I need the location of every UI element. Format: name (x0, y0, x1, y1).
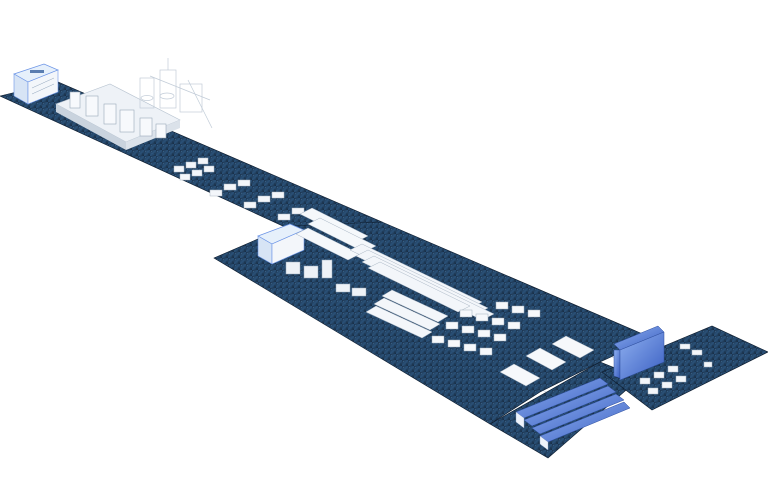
entry-building (13, 63, 59, 105)
side-workcells (639, 343, 713, 395)
processing-line (55, 83, 181, 150)
main-assembly-hall (257, 207, 595, 387)
side-bay-floor (601, 325, 768, 411)
storage-racks (349, 243, 495, 339)
machine-cluster (285, 259, 367, 297)
tank-structure (139, 58, 213, 129)
side-bay (613, 325, 713, 395)
loading-dock (515, 377, 631, 451)
side-rack-tall (613, 325, 665, 381)
hall-building (257, 223, 305, 265)
assembly-stations (431, 301, 595, 387)
entry-area (13, 58, 213, 150)
long-conveyors (295, 207, 377, 261)
workstation-rows (173, 157, 305, 221)
